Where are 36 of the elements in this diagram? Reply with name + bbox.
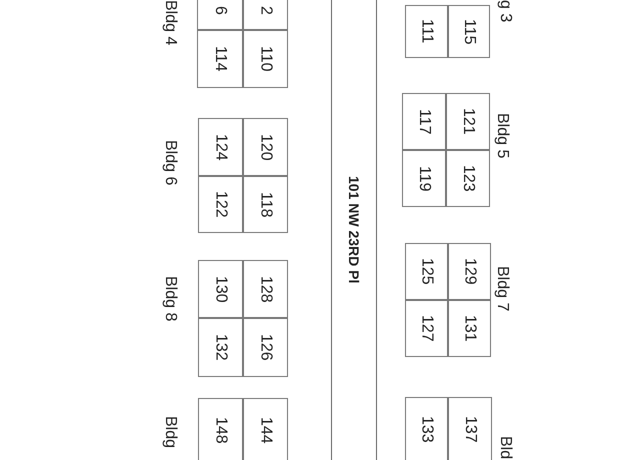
unit-cell: 115: [448, 5, 490, 58]
unit-cell: 110: [243, 30, 288, 88]
unit-cell: 111: [405, 5, 448, 58]
unit-cell: 122: [198, 176, 243, 233]
building-label: Bldg 6: [162, 140, 178, 186]
unit-cell: 129: [448, 243, 491, 300]
unit-cell: 119: [402, 150, 446, 207]
unit-cell: 131: [448, 300, 491, 357]
unit-cell: 114: [197, 30, 243, 88]
unit-cell: 121: [446, 93, 490, 150]
unit-cell: 123: [446, 150, 490, 207]
building-label: Bldg 8: [162, 276, 178, 322]
street-name: 101 NW 23RD Pl: [347, 176, 361, 284]
unit-cell: 148: [198, 398, 243, 460]
unit-cell: 124: [198, 118, 243, 176]
building-label: Bldg 4: [162, 0, 178, 46]
building-label: Bldg: [162, 416, 178, 448]
unit-cell: 128: [243, 260, 288, 318]
unit-cell: 137: [448, 397, 492, 460]
building-label: g 3: [497, 0, 513, 22]
unit-cell: 133: [405, 397, 448, 460]
unit-cell: 132: [198, 318, 243, 377]
unit-cell: 144: [243, 398, 288, 460]
unit-cell: 118: [243, 176, 288, 233]
building-label: Bld: [497, 436, 513, 460]
building-label: Bldg 5: [494, 113, 510, 158]
unit-cell: 127: [405, 300, 448, 357]
unit-cell: 125: [405, 243, 448, 300]
unit-cell: 6: [197, 0, 243, 30]
building-label: Bldg 7: [494, 266, 510, 312]
unit-cell: 126: [243, 318, 288, 377]
unit-cell: 130: [198, 260, 243, 318]
street-band: [331, 0, 377, 460]
unit-cell: 2: [243, 0, 288, 30]
unit-cell: 120: [243, 118, 288, 176]
unit-cell: 117: [402, 93, 446, 150]
